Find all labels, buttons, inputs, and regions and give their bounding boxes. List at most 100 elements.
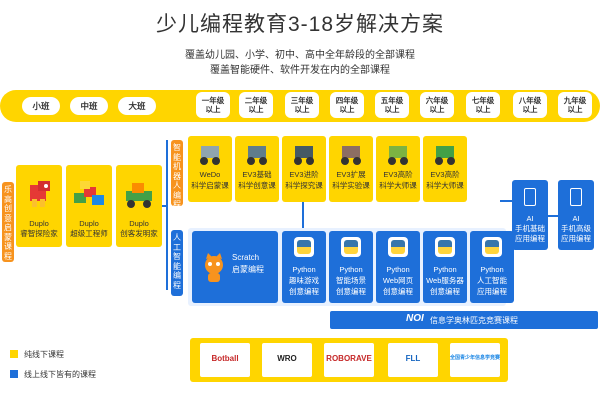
noi-badge: NOI [406,313,424,324]
python-logo-icon [391,247,405,254]
ai-label: 人工智能编程 [171,230,183,296]
age-pill-kg-large: 大班 [118,97,156,115]
python-card-name: Python [480,265,504,274]
ai-app-card-name: AI [572,214,580,223]
robot-card-desc: 科学大师课 [379,181,417,190]
python-card-name: Python [386,265,410,274]
python-card-name: Python [433,265,457,274]
connector-line [166,140,168,290]
python-card-line-1: Web服务器 [426,276,464,285]
age-pill-grade: 二年级 以上 [239,92,273,118]
python-logo-icon [391,240,405,247]
legend-label-offline: 纯线下课程 [24,350,64,359]
python-card-line-1: Web网页 [382,276,414,285]
age-pill-grade: 一年级 以上 [196,92,230,118]
robot-card-desc: 科学启蒙课 [191,181,229,190]
age-pill-grade: 六年级 以上 [420,92,454,118]
age-pill-grade: 五年级 以上 [375,92,409,118]
robot-card-name: EV3基础 [242,170,272,179]
robot-card-name: EV3扩展 [336,170,366,179]
ai-app-card-line-1: 手机基础 [515,224,545,233]
phone-icon [524,188,536,206]
lego-card-3-desc: 创客发明家 [120,229,158,238]
competition-logo: FLL [388,343,438,377]
scratch-card-name: Scratch [232,253,260,262]
scratch-cat-icon [205,253,223,282]
legend-swatch-offline [10,350,18,358]
robot-kit-icon [435,146,455,165]
python-card-line-2: 创意编程 [336,287,366,296]
robot-kit-icon [341,146,361,165]
age-pill-kg-small: 小班 [22,97,60,115]
lego-card-2: Duplo 超级工程师 [66,165,112,247]
connector-line [500,200,512,202]
competition-logo-text: Botball [211,354,239,363]
lego-card-1-name: Duplo [29,219,49,228]
python-logo-icon [485,247,499,254]
python-card-name: Python [339,265,363,274]
competition-logo-text: ROBORAVE [326,354,372,363]
python-logo-icon [438,247,452,254]
robot-kit-icon [247,146,267,165]
scratch-card-desc: 启蒙编程 [232,265,264,274]
age-pill-grade: 九年级 以上 [558,92,592,118]
python-logo-icon [297,247,311,254]
scratch-card: Scratch 启蒙编程 [192,231,278,303]
connector-line [548,215,558,217]
competition-logo: WRO [262,343,312,377]
python-logo-icon [344,247,358,254]
lego-card-2-name: Duplo [79,219,99,228]
python-logo-icon [435,237,455,257]
phone-icon [570,188,582,206]
lego-card-1-desc: 睿智探险家 [20,229,58,238]
age-pill-grade: 七年级 以上 [466,92,500,118]
competition-logo-text: FLL [405,354,421,363]
robot-kit-icon [200,146,220,165]
robot-card-name: EV3高阶 [430,170,460,179]
robot-label: 智能机器人编程 [171,140,183,209]
noi-label: 信息学奥林匹克竞赛课程 [430,316,518,325]
python-logo-icon [294,237,314,257]
python-card-line-1: 趣味游戏 [289,276,319,285]
lego-label: 乐高创意启蒙课程 [2,182,14,262]
competition-logo: Botball [200,343,250,377]
competition-logo: 全国青少年信息学竞赛 [450,343,500,377]
robot-card-name: EV3高阶 [383,170,413,179]
robot-card-desc: 科学创意课 [238,181,276,190]
duplo-machine-icon [126,183,152,208]
python-logo-icon [485,240,499,247]
python-logo-icon [297,240,311,247]
connector-line [162,205,168,207]
robot-card: EV3进阶科学探究课 [282,136,326,202]
python-card-line-2: 创意编程 [289,287,319,296]
robot-card: EV3高阶科学大师课 [423,136,467,202]
duplo-animal-icon [30,181,50,207]
competition-logo-text: WRO [277,354,297,363]
python-logo-icon [482,237,502,257]
robot-kit-icon [294,146,314,165]
legend-label-blended: 线上线下皆有的课程 [24,370,96,379]
subtitle-line-1: 覆盖幼儿园、小学、初中、高中全年龄段的全部课程 [185,50,415,61]
noi-bar: NOI 信息学奥林匹克竞赛课程 [330,311,598,329]
lego-card-3-name: Duplo [129,219,149,228]
robot-card-name: EV3进阶 [289,170,319,179]
age-pill-grade: 三年级 以上 [285,92,319,118]
ai-app-card-line-2: 应用编程 [561,234,591,243]
python-logo-icon [388,237,408,257]
ai-app-card-name: AI [526,214,534,223]
python-card-line-2: 创意编程 [430,287,460,296]
age-pill-grade: 四年级 以上 [330,92,364,118]
robot-kit-icon [388,146,408,165]
python-logo-icon [344,240,358,247]
robot-card: EV3高阶科学大师课 [376,136,420,202]
subtitle-line-2: 覆盖智能硬件、软件开发在内的全部课程 [210,65,390,76]
python-card-line-2: 应用编程 [477,287,507,296]
